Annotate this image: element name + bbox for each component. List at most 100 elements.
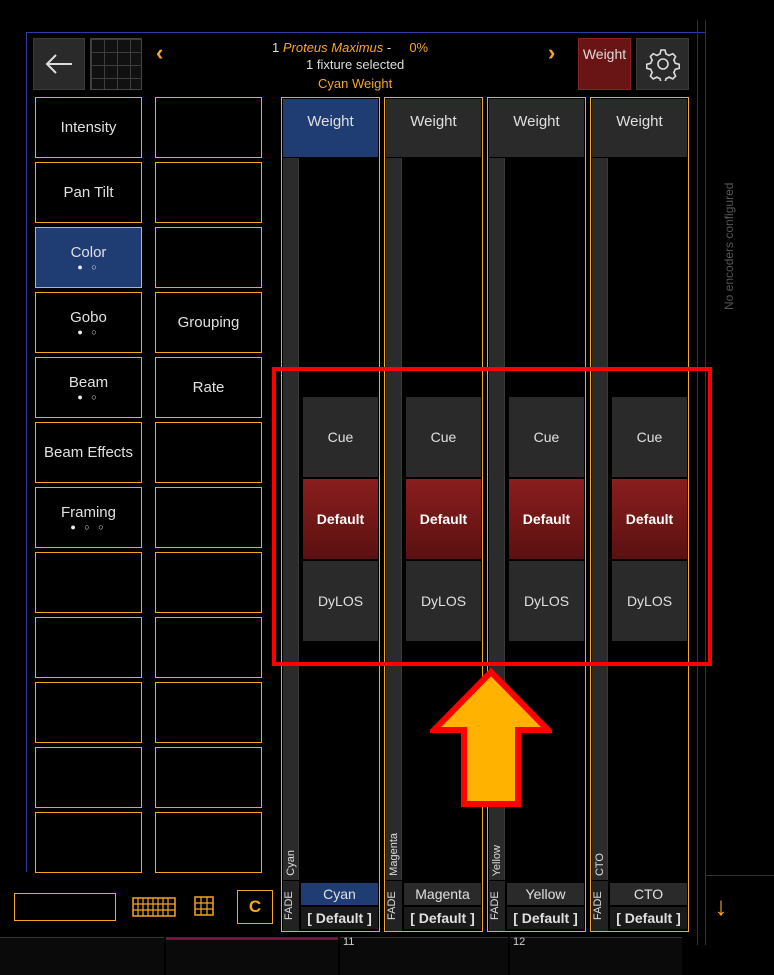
category-empty[interactable] (35, 812, 142, 873)
subcategory-empty[interactable] (155, 227, 262, 288)
option-cue-button[interactable]: Cue (612, 397, 687, 477)
selection-count: 1 fixture selected (306, 57, 405, 72)
category-label: Framing (60, 503, 116, 521)
frame-line (697, 20, 698, 945)
active-parameter: Cyan Weight (318, 76, 393, 91)
subcategory-empty[interactable] (155, 162, 262, 223)
fixture-number: 1 (272, 40, 280, 55)
option-default-button[interactable]: Default (612, 479, 687, 559)
subcategory-grouping[interactable]: Grouping (155, 292, 262, 353)
bottom-strip (340, 937, 508, 975)
fader-track[interactable]: Magenta (386, 158, 402, 880)
bottom-strip (166, 937, 338, 975)
parameter-value: [ Default ] (610, 907, 687, 929)
fader-label: CTO (594, 852, 606, 876)
column-header[interactable]: Weight (489, 99, 584, 157)
fade-label: FADE (592, 881, 608, 931)
page-dots: ● ○ ○ (70, 521, 107, 532)
fader-label: Cyan (285, 850, 297, 876)
weight-button[interactable]: Weight (578, 38, 631, 90)
subcategory-empty[interactable] (155, 812, 262, 873)
next-chevron-icon[interactable]: › (548, 40, 556, 65)
option-cue-button[interactable]: Cue (406, 397, 481, 477)
clear-button[interactable]: C (237, 890, 273, 924)
grid-view-button[interactable] (90, 38, 142, 90)
frame-line (705, 20, 706, 945)
option-dylos-button[interactable]: DyLOS (612, 561, 687, 641)
subcategory-empty[interactable] (155, 552, 262, 613)
option-dylos-button[interactable]: DyLOS (509, 561, 584, 641)
previous-chevron-icon[interactable]: ‹ (156, 40, 164, 65)
subcategory-rate[interactable]: Rate (155, 357, 262, 418)
category-color[interactable]: Color● ○ (35, 227, 142, 288)
keyboard-icon[interactable] (132, 897, 176, 917)
frame-line (26, 32, 27, 872)
encoders-status: No encoders configured (722, 182, 736, 310)
category-beam[interactable]: Beam● ○ (35, 357, 142, 418)
subcategory-label: Rate (192, 379, 225, 396)
subcategory-empty[interactable] (155, 487, 262, 548)
option-cue-button[interactable]: Cue (509, 397, 584, 477)
back-button[interactable] (33, 38, 85, 90)
fixture-name: Proteus Maximus (282, 40, 384, 55)
arrow-up-icon (430, 668, 552, 807)
fade-label: FADE (283, 881, 299, 931)
category-label: Color (70, 243, 107, 261)
subcategory-empty[interactable] (155, 97, 262, 158)
subcategory-empty[interactable] (155, 747, 262, 808)
column-header[interactable]: Weight (386, 99, 481, 157)
category-gobo[interactable]: Gobo● ○ (35, 292, 142, 353)
highlight-box (272, 367, 712, 666)
parameter-value: [ Default ] (507, 907, 584, 929)
category-empty[interactable] (35, 682, 142, 743)
fixture-percent: 0% (409, 40, 429, 55)
column-header[interactable]: Weight (283, 99, 378, 157)
subcategory-empty[interactable] (155, 617, 262, 678)
parameter-name: Cyan (301, 883, 378, 905)
bottom-strip (510, 937, 682, 975)
option-default-button[interactable]: Default (303, 479, 378, 559)
fader-track[interactable]: Cyan (283, 158, 299, 880)
subcategory-empty[interactable] (155, 682, 262, 743)
option-dylos-button[interactable]: DyLOS (406, 561, 481, 641)
category-label: Pan Tilt (63, 184, 114, 201)
category-label: Beam Effects (44, 444, 133, 461)
category-framing[interactable]: Framing● ○ ○ (35, 487, 142, 548)
category-pan-tilt[interactable]: Pan Tilt (35, 162, 142, 223)
settings-button[interactable] (636, 38, 689, 90)
frame-line (26, 32, 706, 33)
parameter-value: [ Default ] (301, 907, 378, 929)
fader-label: Yellow (491, 844, 503, 876)
page-dots: ● ○ (77, 326, 100, 337)
parameter-name: CTO (610, 883, 687, 905)
fader-label: Magenta (388, 833, 400, 876)
arrow-left-icon (45, 54, 72, 74)
fader-track[interactable]: CTO (592, 158, 608, 880)
arrow-down-icon[interactable]: ↓ (714, 891, 728, 921)
category-empty[interactable] (35, 617, 142, 678)
category-label: Intensity (60, 119, 117, 136)
bottom-strip (0, 937, 164, 975)
category-empty[interactable] (35, 747, 142, 808)
option-cue-button[interactable]: Cue (303, 397, 378, 477)
category-empty[interactable] (35, 552, 142, 613)
category-beam-effects[interactable]: Beam Effects (35, 422, 142, 483)
command-line-input[interactable] (14, 893, 116, 921)
option-default-button[interactable]: Default (509, 479, 584, 559)
subcategory-label: Grouping (177, 314, 240, 331)
table-icon[interactable] (194, 896, 214, 916)
category-intensity[interactable]: Intensity (35, 97, 142, 158)
separator: - (386, 40, 392, 55)
column-header[interactable]: Weight (592, 99, 687, 157)
category-label: Beam (68, 373, 109, 391)
page-dots: ● ○ (77, 391, 100, 402)
option-default-button[interactable]: Default (406, 479, 481, 559)
option-dylos-button[interactable]: DyLOS (303, 561, 378, 641)
parameter-name: Yellow (507, 883, 584, 905)
category-label: Gobo (70, 308, 107, 326)
frame-line (705, 875, 774, 876)
subcategory-empty[interactable] (155, 422, 262, 483)
